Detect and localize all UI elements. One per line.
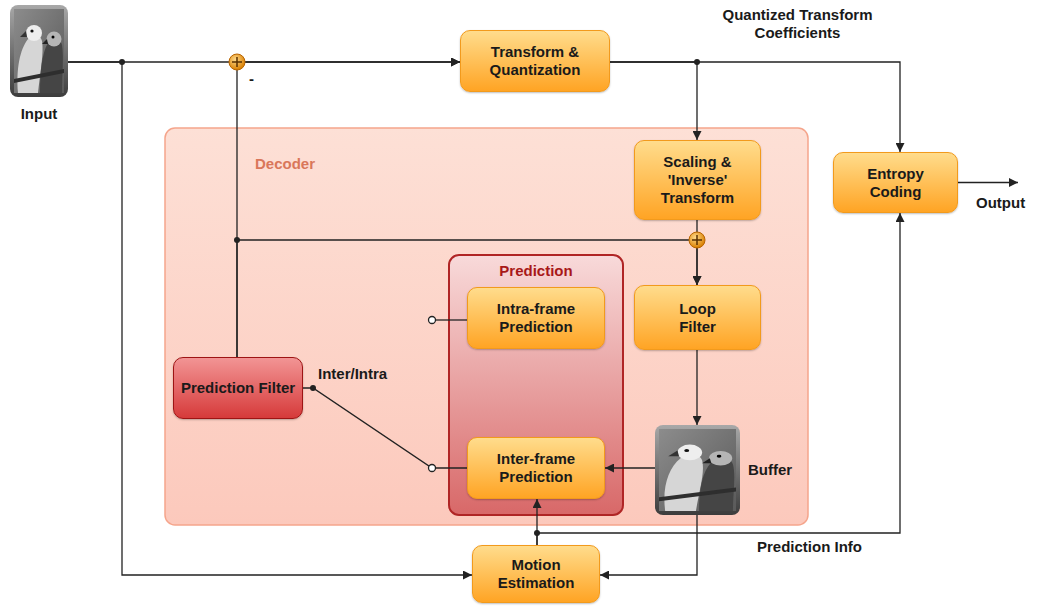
junction-dots <box>119 59 700 536</box>
process-box: Scaling & 'Inverse' Transform <box>634 140 761 220</box>
buffer-picture <box>655 425 740 515</box>
image-caption: Input <box>10 105 68 123</box>
junction-dot <box>119 59 125 65</box>
box-label: Inter-frame Prediction <box>474 450 598 486</box>
picture-frame <box>655 425 740 515</box>
junction-dot <box>234 237 240 243</box>
summing-junction <box>229 54 245 70</box>
process-box: Transform & Quantization <box>460 30 610 92</box>
box-label: Prediction Filter <box>181 379 295 397</box>
box-label: Entropy Coding <box>846 165 946 201</box>
adder-circle <box>229 54 245 70</box>
signal-connector <box>610 62 697 140</box>
image-caption: Buffer <box>748 461 833 479</box>
switch-label: Inter/Intra <box>318 365 387 383</box>
switch-terminal <box>429 317 436 324</box>
process-box: Loop Filter <box>634 285 761 350</box>
parrot-photo <box>14 9 64 93</box>
junction-dot <box>694 59 700 65</box>
picture-frame <box>10 5 68 97</box>
adder-circle <box>689 232 705 248</box>
input-image: Input <box>10 5 68 97</box>
parrot-photo <box>659 429 736 511</box>
prediction-group: PredictionIntra-frame PredictionInter-fr… <box>449 255 623 515</box>
minus-sign: - <box>249 70 254 88</box>
decoder-fill <box>165 128 808 525</box>
box-label: Loop Filter <box>668 300 728 336</box>
process-box: Entropy Coding <box>833 152 958 213</box>
signal-connector <box>237 62 460 357</box>
box-label: Motion Estimation <box>479 556 593 592</box>
junction-dot <box>534 530 540 536</box>
intra-stub-wire <box>436 319 467 320</box>
edge-label: Quantized Transform Coefficients <box>700 6 895 42</box>
switch-pivot <box>310 385 316 391</box>
input-picture <box>10 5 68 97</box>
decoder-region: Decoder Scaling & 'Inverse' TransformPred… <box>165 128 808 525</box>
process-box: Intra-frame Prediction <box>467 287 605 349</box>
signal-connector <box>68 62 472 575</box>
signal-connector <box>303 388 467 468</box>
plus-sign <box>232 57 242 67</box>
switch-terminal <box>429 465 436 472</box>
region-title: Decoder <box>255 155 315 173</box>
output-label: Output <box>976 194 1025 212</box>
edge-label: Prediction Info <box>757 538 862 556</box>
box-label: Transform & Quantization <box>467 43 603 79</box>
signal-connector <box>696 350 697 425</box>
process-box: Inter-frame Prediction <box>467 437 605 499</box>
signal-connector <box>610 62 900 152</box>
filter-box: Prediction Filter <box>173 357 303 419</box>
signal-connector <box>237 240 697 357</box>
process-box: Motion Estimation <box>472 545 600 603</box>
group-title: Prediction <box>499 262 572 280</box>
summing-junction <box>689 232 705 248</box>
signal-connector <box>600 515 697 575</box>
box-label: Scaling & 'Inverse' Transform <box>641 153 754 207</box>
box-label: Intra-frame Prediction <box>474 300 598 336</box>
plus-sign <box>692 235 702 245</box>
output-arrow <box>958 182 1018 183</box>
prediction-fill <box>449 255 623 515</box>
buffer-image: Buffer <box>655 425 740 515</box>
signal-connector <box>605 467 655 468</box>
